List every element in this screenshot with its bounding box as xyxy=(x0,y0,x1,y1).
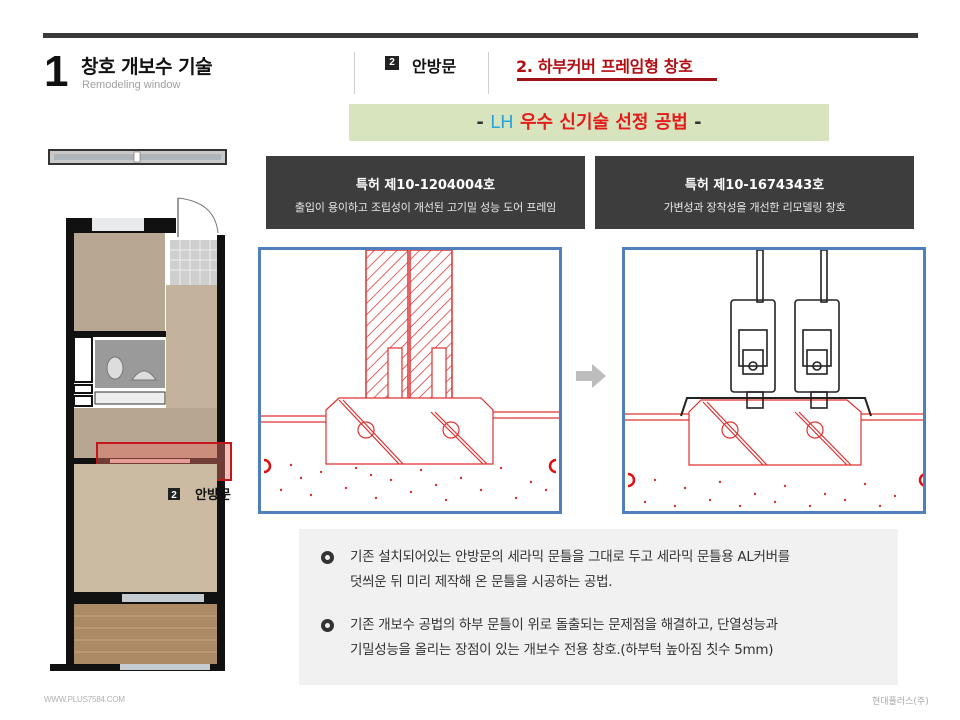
footer-website[interactable]: WWW.PLUS7584.COM xyxy=(44,695,125,704)
ring-bullet-icon xyxy=(321,551,334,564)
section-title: 창호 개보수 기술 xyxy=(81,56,213,78)
banner-dash: - xyxy=(476,112,484,133)
ring-bullet-icon xyxy=(321,619,334,632)
breadcrumb-room[interactable]: 안방문 xyxy=(412,57,457,76)
arrow-right-icon xyxy=(576,364,608,392)
note-line: 덧씌운 뒤 미리 제작해 온 문틀을 시공하는 공법. xyxy=(350,574,613,590)
plan-room-label: 안방문 xyxy=(195,487,231,503)
note-line: 기존 설치되어있는 안방문의 세라믹 문틀을 그대로 두고 세라믹 문틀용 AL… xyxy=(350,549,790,565)
patent-title: 특허 제10-1674343호 xyxy=(684,178,825,193)
divider xyxy=(354,52,355,94)
lh-award-banner: - LH 우수 신기술 선정 공법 - xyxy=(349,104,829,141)
active-topic-title[interactable]: 2. 하부커버 프레임형 창호 xyxy=(516,57,693,76)
floor-plan: 2 안방문 xyxy=(40,140,240,680)
patent-description: 가변성과 장착성을 개선한 리모델링 창호 xyxy=(663,201,846,214)
description-notes: 기존 설치되어있는 안방문의 세라믹 문틀을 그대로 두고 세라믹 문틀용 AL… xyxy=(299,529,898,685)
top-rule xyxy=(43,33,918,38)
plan-badge: 2 xyxy=(171,490,177,501)
patent-description: 출입이 용이하고 조립성이 개선된 고기밀 성능 도어 프레임 xyxy=(294,201,557,214)
room-number-badge: 2 xyxy=(385,56,399,70)
footer-company: 현대플러스(주) xyxy=(872,697,929,707)
banner-dash: - xyxy=(694,112,702,133)
patent-title: 특허 제10-1204004호 xyxy=(355,178,496,193)
banner-lh: LH xyxy=(490,112,514,133)
section-subtitle: Remodeling window xyxy=(82,79,181,91)
banner-highlight: 우수 신기술 선정 공법 xyxy=(520,112,688,133)
active-topic-underline xyxy=(517,78,717,81)
note-item: 기존 개보수 공법의 하부 문틀이 위로 돌출되는 문제점을 해결하고, 단열성… xyxy=(321,613,778,663)
divider xyxy=(488,52,489,94)
note-item: 기존 설치되어있는 안방문의 세라믹 문틀을 그대로 두고 세라믹 문틀용 AL… xyxy=(321,545,790,595)
patent-box-1: 특허 제10-1204004호 출입이 용이하고 조립성이 개선된 고기밀 성능… xyxy=(266,156,585,229)
note-line: 기밀성능을 올리는 장점이 있는 개보수 전용 창호.(하부턱 높아짐 칫수 5… xyxy=(350,642,774,658)
section-number: 1 xyxy=(44,47,69,96)
before-section-drawing xyxy=(258,247,562,514)
note-line: 기존 개보수 공법의 하부 문틀이 위로 돌출되는 문제점을 해결하고, 단열성… xyxy=(350,617,778,633)
patent-box-2: 특허 제10-1674343호 가변성과 장착성을 개선한 리모델링 창호 xyxy=(595,156,914,229)
after-section-drawing xyxy=(622,247,926,514)
